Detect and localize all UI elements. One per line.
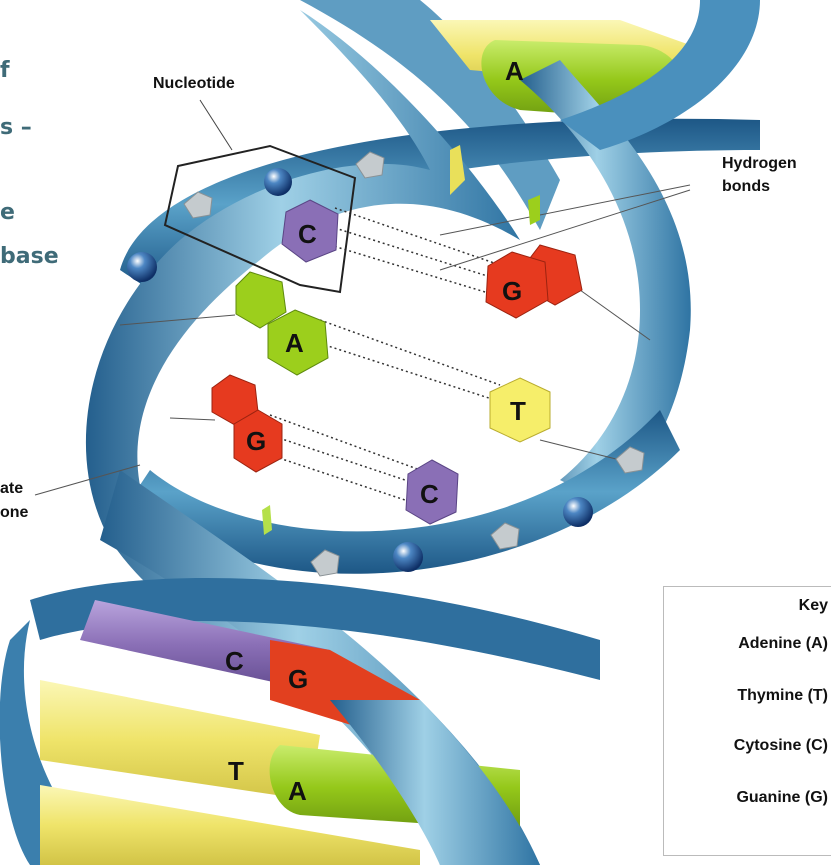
base-letter-t-bottom: T	[228, 756, 244, 786]
base-letter-a-top: A	[505, 56, 524, 86]
backbone-label-line-2: one	[0, 504, 28, 522]
base-letter-c-bottom: C	[225, 646, 244, 676]
base-letter-g-top: G	[502, 276, 522, 306]
key-item-guanine: Guanine (G)	[736, 789, 828, 807]
nucleotide-label: Nucleotide	[153, 75, 235, 93]
key-title: Key	[799, 597, 828, 615]
hydrogen-bonds-label-line-1: Hydrogen	[722, 155, 797, 173]
base-letter-g-left: G	[246, 426, 266, 456]
backbone-label-line-1: ate	[0, 480, 23, 498]
key-item-thymine: Thymine (T)	[737, 687, 828, 705]
base-letter-g-bottom: G	[288, 664, 308, 694]
base-letter-c-top: C	[298, 219, 317, 249]
key-item-cytosine: Cytosine (C)	[734, 737, 828, 755]
base-letter-a-bottom: A	[288, 776, 307, 806]
key-panel: Key Adenine (A) Thymine (T) Cytosine (C)…	[663, 586, 831, 856]
sliver-green	[528, 195, 540, 225]
base-letter-c-lower: C	[420, 479, 439, 509]
hydrogen-bonds-label-line-2: bonds	[722, 178, 770, 196]
key-item-adenine: Adenine (A)	[738, 635, 828, 653]
base-letter-a-mid: A	[285, 328, 304, 358]
base-letter-t-mid: T	[510, 396, 526, 426]
nucleotide-pointer	[200, 100, 232, 150]
